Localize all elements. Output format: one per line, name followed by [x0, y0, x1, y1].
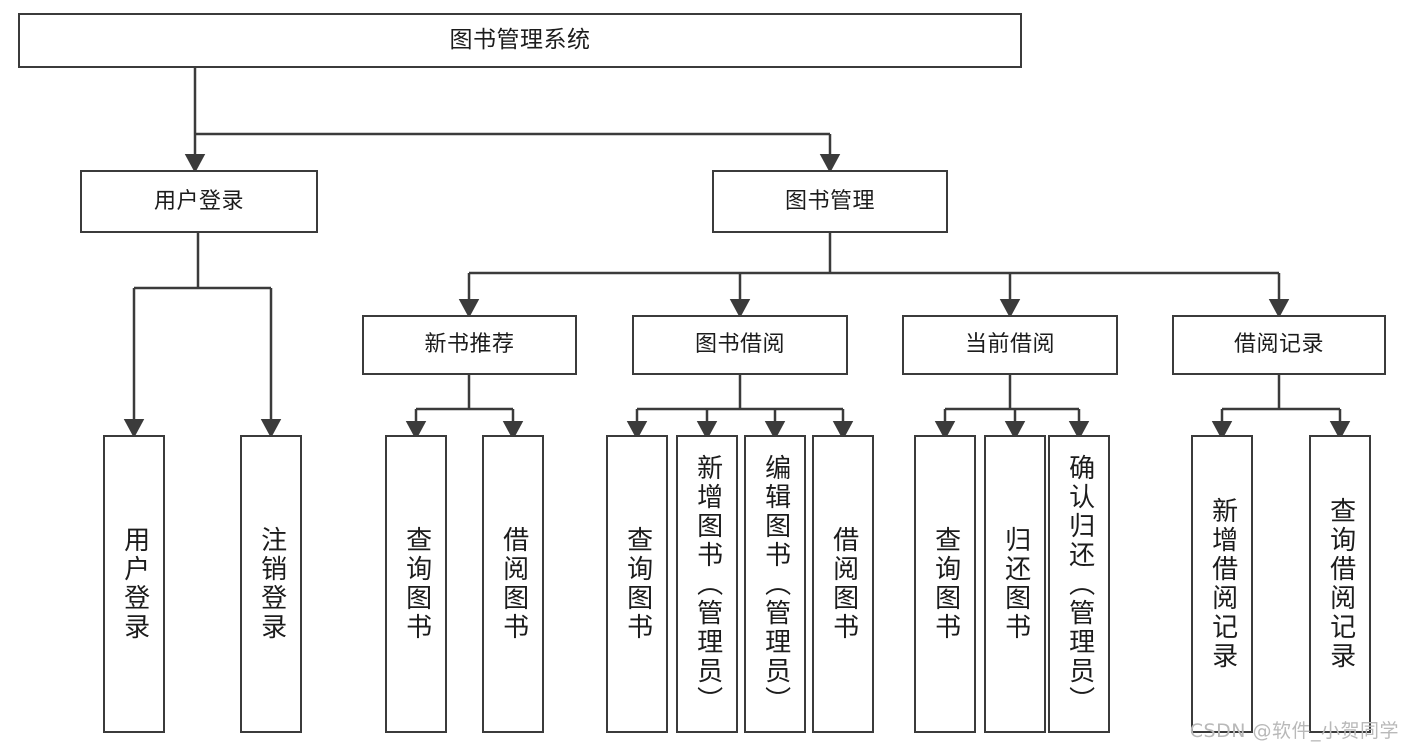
- node-root[interactable]: 图书管理系统: [18, 13, 1022, 68]
- node-book-borrow[interactable]: 图书借阅: [632, 315, 848, 375]
- leaf-cb-query-book-label: 查询图书: [930, 526, 961, 642]
- leaf-bb-add-book[interactable]: 新增图书（管理员）: [676, 435, 738, 733]
- leaf-logout-label: 注销登录: [256, 526, 287, 642]
- node-borrow-record[interactable]: 借阅记录: [1172, 315, 1386, 375]
- leaf-bb-borrow-book[interactable]: 借阅图书: [812, 435, 874, 733]
- node-user-login[interactable]: 用户登录: [80, 170, 318, 233]
- leaf-cb-confirm-return-label: 确认归还（管理员）: [1064, 453, 1095, 715]
- leaf-cb-query-book[interactable]: 查询图书: [914, 435, 976, 733]
- node-current-borrow-label: 当前借阅: [964, 332, 1055, 358]
- leaf-br-query-record-label: 查询借阅记录: [1325, 497, 1356, 671]
- leaf-cb-return-book-label: 归还图书: [1000, 526, 1031, 642]
- node-book-borrow-label: 图书借阅: [694, 332, 785, 358]
- node-root-label: 图书管理系统: [449, 26, 591, 53]
- leaf-logout[interactable]: 注销登录: [240, 435, 302, 733]
- node-book-management[interactable]: 图书管理: [712, 170, 948, 233]
- leaf-br-add-record[interactable]: 新增借阅记录: [1191, 435, 1253, 733]
- node-current-borrow[interactable]: 当前借阅: [902, 315, 1118, 375]
- leaf-nb-borrow-book-label: 借阅图书: [498, 526, 529, 642]
- node-user-login-label: 用户登录: [153, 188, 244, 214]
- leaf-nb-borrow-book[interactable]: 借阅图书: [482, 435, 544, 733]
- node-book-management-label: 图书管理: [784, 188, 875, 214]
- leaf-bb-query-book[interactable]: 查询图书: [606, 435, 668, 733]
- leaf-nb-query-book[interactable]: 查询图书: [385, 435, 447, 733]
- leaf-bb-query-book-label: 查询图书: [622, 526, 653, 642]
- leaf-bb-edit-book[interactable]: 编辑图书（管理员）: [744, 435, 806, 733]
- leaf-bb-borrow-book-label: 借阅图书: [828, 526, 859, 642]
- leaf-nb-query-book-label: 查询图书: [401, 526, 432, 642]
- leaf-bb-add-book-label: 新增图书（管理员）: [692, 453, 723, 715]
- leaf-br-query-record[interactable]: 查询借阅记录: [1309, 435, 1371, 733]
- node-borrow-record-label: 借阅记录: [1233, 332, 1324, 358]
- leaf-br-add-record-label: 新增借阅记录: [1207, 497, 1238, 671]
- leaf-cb-return-book[interactable]: 归还图书: [984, 435, 1046, 733]
- node-new-book-recommend[interactable]: 新书推荐: [362, 315, 577, 375]
- node-new-book-recommend-label: 新书推荐: [424, 332, 515, 358]
- leaf-user-login-label: 用户登录: [119, 526, 150, 642]
- leaf-cb-confirm-return[interactable]: 确认归还（管理员）: [1048, 435, 1110, 733]
- leaf-bb-edit-book-label: 编辑图书（管理员）: [760, 453, 791, 715]
- leaf-user-login[interactable]: 用户登录: [103, 435, 165, 733]
